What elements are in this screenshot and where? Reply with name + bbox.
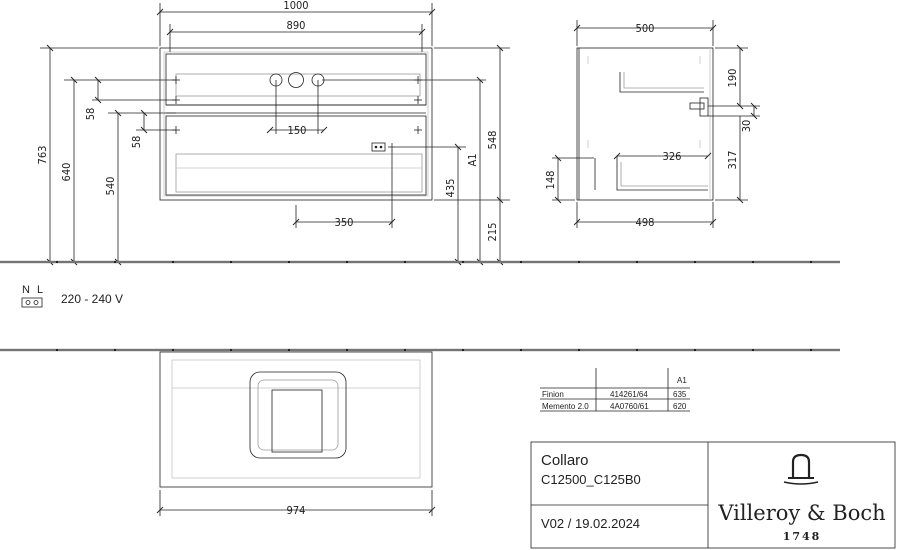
a1-table-header: A1 — [677, 376, 687, 385]
side-outline — [576, 47, 714, 201]
dim-height-total: 763 — [36, 146, 49, 165]
live-label: L — [37, 284, 43, 296]
dim-height-top-drawer: 640 — [60, 163, 73, 182]
a1-row-2-code: 4A0760/61 — [610, 402, 649, 411]
dim-left-height: 148 — [544, 171, 557, 190]
dim-body-height: 548 — [486, 131, 499, 150]
plan-view: 974 — [156, 351, 436, 517]
product-code: C12500_C125B0 — [541, 472, 641, 487]
version-date: V02 / 19.02.2024 — [541, 516, 640, 531]
title-block: Collaro C12500_C125B0 V02 / 19.02.2024 V… — [530, 441, 896, 549]
dim-drain-size: 30 — [740, 120, 753, 133]
product-name: Collaro — [541, 452, 589, 469]
dim-inner-depth: 326 — [663, 150, 682, 163]
a1-row-1-value: 635 — [673, 390, 687, 399]
cabinet-outline — [159, 47, 433, 201]
dim-height-bottom-drawer: 540 — [104, 177, 117, 196]
dim-hole-spacing: 150 — [288, 124, 307, 137]
dim-plan-width: 974 — [287, 504, 306, 517]
brand-logo-icon — [783, 453, 819, 485]
dim-gap-bottom: 58 — [130, 136, 143, 149]
side-view: 500 326 498 148 190 30 317 — [544, 20, 760, 229]
a1-row-1-name: Finion — [542, 390, 564, 399]
a1-row-2-value: 620 — [673, 402, 687, 411]
voltage-label: 220 - 240 V — [61, 292, 123, 306]
dim-socket-offset: 350 — [335, 216, 354, 229]
brand-year: 1748 — [783, 530, 822, 543]
neutral-label: N — [22, 284, 30, 296]
dim-inner-width: 890 — [287, 19, 306, 32]
socket-symbol — [371, 142, 386, 152]
socket-icon — [21, 297, 43, 308]
bottom-drawer — [165, 115, 427, 196]
basin-outline — [249, 371, 347, 459]
a1-row-1-code: 414261/64 — [610, 390, 648, 399]
dim-a1-label: A1 — [466, 153, 479, 166]
top-drawer — [165, 53, 427, 106]
dim-drawer-height: 317 — [726, 151, 739, 170]
plan-outline — [159, 351, 433, 488]
dim-gap-top: 58 — [84, 108, 97, 121]
a1-row-2-name: Memento 2.0 — [542, 402, 589, 411]
dim-floor-clearance: 215 — [486, 223, 499, 242]
brand-name: Villeroy & Boch — [717, 501, 885, 525]
dim-depth-top: 500 — [636, 22, 655, 35]
drain-fitting — [689, 102, 705, 110]
dim-depth-bottom: 498 — [636, 216, 655, 229]
dim-overall-width: 1000 — [283, 0, 308, 12]
tap-hole-center — [288, 72, 304, 88]
electrical-info: N L 220 - 240 V — [21, 284, 123, 308]
dim-socket-height: 435 — [444, 179, 457, 198]
front-view: 1000 890 150 350 763 640 58 540 58 — [36, 0, 510, 266]
a1-table: A1 Finion 414261/64 635 Memento 2.0 4A07… — [540, 368, 690, 412]
dim-drain-height: 190 — [726, 69, 739, 88]
